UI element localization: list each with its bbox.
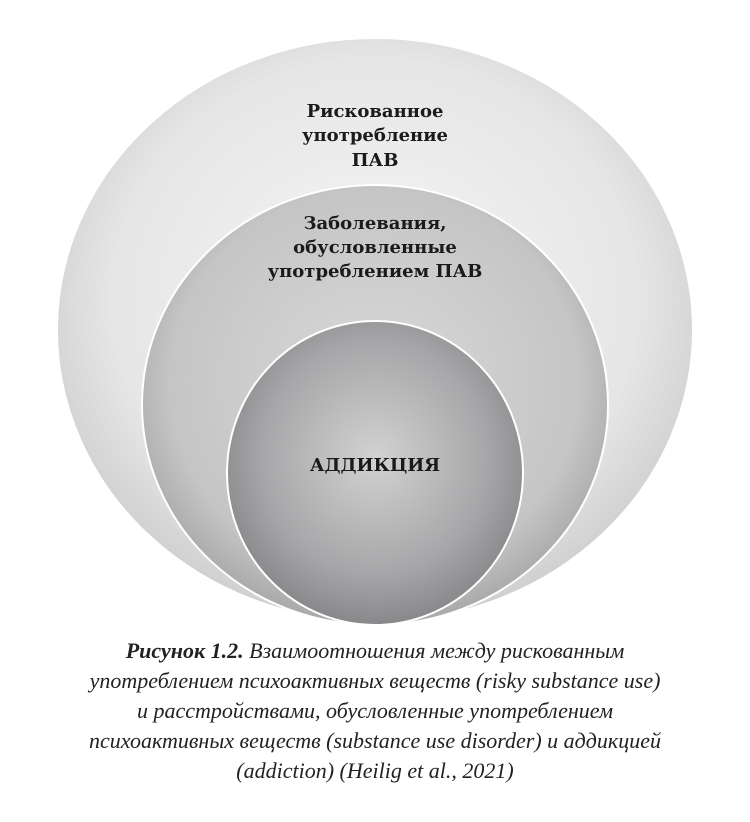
caption-text: и расстройствами, обусловленные употребл… (136, 698, 614, 723)
outer-label-line: ПАВ (352, 150, 399, 171)
figure-caption: Рисунок 1.2. Взаимоотношения между риско… (40, 636, 710, 786)
caption-text: Взаимоотношения между рискованным (249, 638, 625, 663)
nested-circles-diagram: Рискованное употребление ПАВ Заболевания… (56, 37, 694, 626)
outer-label-line: употребление (302, 125, 448, 146)
caption-label: Рисунок 1.2. (125, 638, 244, 663)
inner-circle-addiction (226, 320, 524, 626)
middle-label-line: употреблением ПАВ (268, 261, 483, 282)
caption-text: психоактивных веществ (substance use dis… (89, 728, 661, 753)
caption-text: употреблением психоактивных веществ (ris… (89, 668, 661, 693)
caption-text: (addiction) (Heilig et al., 2021) (236, 758, 514, 783)
middle-label-line: обусловленные (293, 237, 457, 258)
middle-label-line: Заболевания, (303, 213, 446, 234)
inner-label: АДДИКЦИЯ (310, 455, 440, 476)
outer-label-line: Рискованное (307, 101, 444, 122)
